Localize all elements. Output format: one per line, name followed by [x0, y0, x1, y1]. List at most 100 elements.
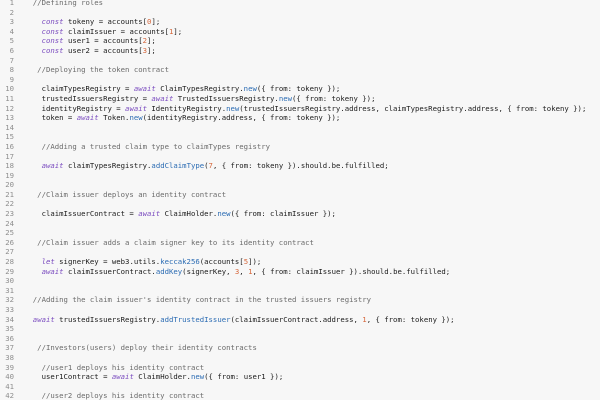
token-text: , { from: claimIssuer }).should.be.fulfi…: [252, 266, 451, 276]
line-number: 24: [5, 218, 14, 228]
line-text: const user1 = accounts[2];: [24, 36, 600, 46]
code-line[interactable]: 32 //Adding the claim issuer's identity …: [0, 295, 600, 305]
code-line[interactable]: 42 //user2 deploys his identity contract: [0, 391, 600, 400]
code-line[interactable]: 19: [0, 171, 600, 181]
code-line[interactable]: 30: [0, 276, 600, 286]
token-fn: new: [217, 209, 231, 219]
code-line[interactable]: 35: [0, 324, 600, 334]
code-line[interactable]: 2: [0, 8, 600, 18]
token-text: ClaimHolder.: [160, 209, 218, 219]
code-line[interactable]: 6 const user2 = accounts[3];: [0, 46, 600, 56]
code-line[interactable]: 24: [0, 219, 600, 229]
line-number: 31: [5, 285, 14, 295]
line-text: //user1 deploys his identity contract: [24, 363, 600, 373]
code-line[interactable]: 26 //Claim issuer adds a claim signer ke…: [0, 238, 600, 248]
code-line[interactable]: 13 token = await Token.new(identityRegis…: [0, 113, 600, 123]
token-text: claimTypesRegistry.: [63, 161, 152, 171]
code-line[interactable]: 20: [0, 180, 600, 190]
code-line[interactable]: 16 //Adding a trusted claim type to clai…: [0, 142, 600, 152]
code-line[interactable]: 40 user1Contract = await ClaimHolder.new…: [0, 372, 600, 382]
token-text: tokeny = accounts[: [63, 17, 148, 27]
token-num: 7: [208, 161, 213, 171]
line-number: 13: [5, 113, 14, 123]
token-cm: //Claim issuer adds a claim signer key t…: [24, 237, 314, 247]
token-cm: //Defining roles: [24, 0, 104, 7]
code-line[interactable]: 37 //Investors(users) deploy their ident…: [0, 343, 600, 353]
code-line[interactable]: 31: [0, 286, 600, 296]
token-num: 5: [243, 257, 249, 267]
code-line[interactable]: 34 await trustedIssuersRegistry.addTrust…: [0, 315, 600, 325]
token-kw: await: [151, 93, 174, 103]
code-line[interactable]: 18 await claimTypesRegistry.addClaimType…: [0, 161, 600, 171]
token-text: [24, 27, 42, 36]
token-text: signerKey = web3.utils.: [54, 257, 161, 267]
token-fn: new: [129, 113, 143, 123]
code-line[interactable]: 17: [0, 152, 600, 162]
code-line[interactable]: 23 claimIssuerContract = await ClaimHold…: [0, 209, 600, 219]
token-kw: const: [41, 17, 64, 27]
token-text: claimIssuer = accounts[: [63, 26, 169, 36]
token-text: claimTypesRegistry =: [24, 84, 134, 94]
token-kw: await: [125, 103, 148, 113]
line-text: //Investors(users) deploy their identity…: [24, 343, 600, 353]
code-line[interactable]: 36: [0, 334, 600, 344]
line-number: 22: [5, 199, 14, 209]
code-line[interactable]: 11 trustedIssuersRegistry = await Truste…: [0, 94, 600, 104]
code-line[interactable]: 3 const tokeny = accounts[0];: [0, 17, 600, 27]
code-line[interactable]: 12 identityRegistry = await IdentityRegi…: [0, 104, 600, 114]
line-number: 33: [5, 305, 14, 314]
code-line[interactable]: 5 const user1 = accounts[2];: [0, 36, 600, 46]
token-text: ({ from: tokeny });: [292, 93, 376, 103]
line-number: 20: [5, 180, 14, 190]
token-text: ];: [151, 17, 161, 27]
code-line[interactable]: 7: [0, 56, 600, 66]
line-text: //Claim issuer deploys an identity contr…: [24, 190, 600, 200]
line-number: 27: [5, 247, 14, 257]
token-text: user2 = accounts[: [63, 45, 143, 55]
line-number: 41: [5, 381, 14, 391]
code-line[interactable]: 29 await claimIssuerContract.addKey(sign…: [0, 267, 600, 277]
line-text: let signerKey = web3.utils.keccak256(acc…: [24, 257, 600, 267]
line-number: 28: [5, 257, 14, 267]
token-text: IdentityRegistry.: [147, 103, 227, 113]
code-line[interactable]: 27: [0, 247, 600, 257]
code-line[interactable]: 39 //user1 deploys his identity contract: [0, 363, 600, 373]
token-text: (accounts[: [199, 257, 244, 267]
code-line[interactable]: 10 claimTypesRegistry = await ClaimTypes…: [0, 84, 600, 94]
line-number: 9: [9, 74, 14, 84]
line-number: 7: [9, 55, 14, 65]
token-text: trustedIssuersRegistry =: [24, 93, 152, 103]
code-line[interactable]: 15: [0, 132, 600, 142]
code-line[interactable]: 14: [0, 123, 600, 133]
token-num: 3: [234, 266, 240, 276]
token-text: , { from: tokeny });: [366, 314, 455, 324]
code-line[interactable]: 8 //Deploying the token contract: [0, 65, 600, 75]
line-number: 30: [5, 276, 14, 286]
line-number: 25: [5, 228, 14, 238]
code-line[interactable]: 33: [0, 305, 600, 315]
code-line[interactable]: 38: [0, 353, 600, 363]
token-fn: new: [243, 84, 257, 94]
code-line[interactable]: 9: [0, 75, 600, 85]
code-line[interactable]: 22: [0, 199, 600, 209]
code-line[interactable]: 25: [0, 228, 600, 238]
code-line[interactable]: 41: [0, 382, 600, 392]
line-number: 6: [9, 45, 14, 55]
token-kw: const: [41, 26, 64, 36]
code-line[interactable]: 4 const claimIssuer = accounts[1];: [0, 27, 600, 37]
line-number: 19: [5, 170, 14, 180]
line-number: 39: [5, 362, 14, 372]
line-text: //Adding a trusted claim type to claimTy…: [24, 142, 600, 152]
line-text: trustedIssuersRegistry = await TrustedIs…: [24, 94, 600, 104]
code-line[interactable]: 28 let signerKey = web3.utils.keccak256(…: [0, 257, 600, 267]
token-cm: //user2 deploys his identity contract: [24, 391, 205, 400]
token-text: ];: [147, 45, 156, 55]
line-text: const claimIssuer = accounts[1];: [24, 27, 600, 37]
code-line[interactable]: 21 //Claim issuer deploys an identity co…: [0, 190, 600, 200]
line-number: 38: [5, 352, 14, 362]
line-text: //user2 deploys his identity contract: [24, 391, 600, 400]
line-number: 14: [5, 122, 14, 132]
code-line[interactable]: 1 //Defining roles: [0, 0, 600, 8]
